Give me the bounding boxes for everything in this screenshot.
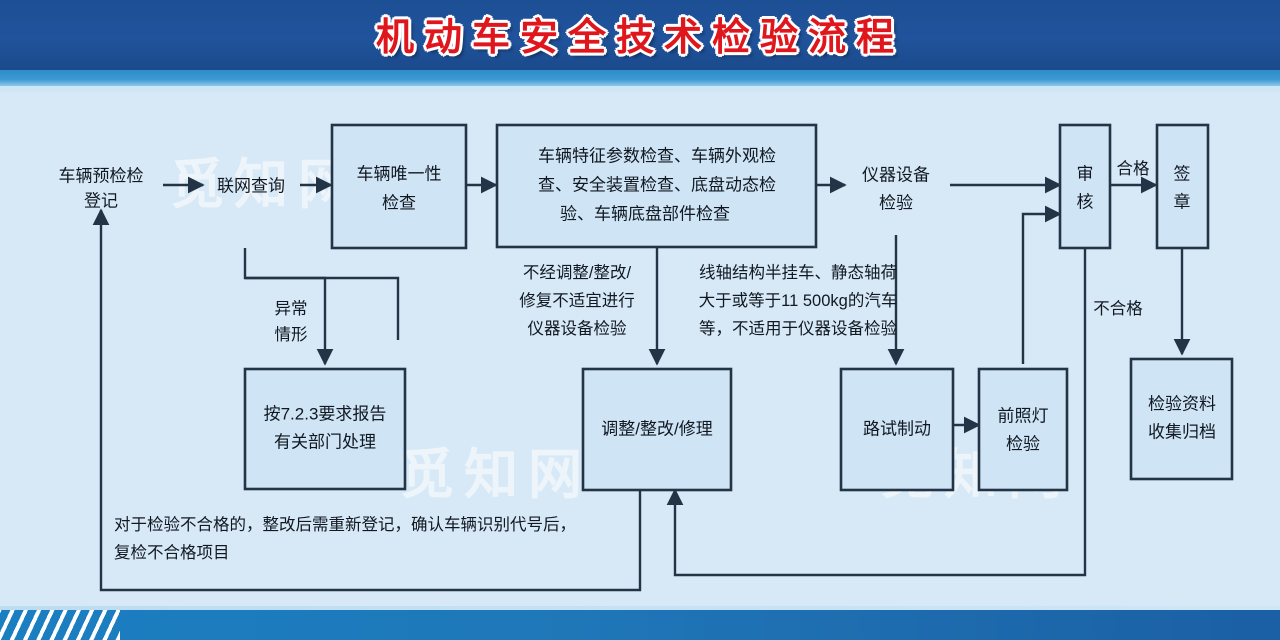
node-network-query: 联网查询 (217, 176, 285, 195)
edge-label-fail: 不合格 (1093, 299, 1143, 318)
annotation-no-adjust-line1: 不经调整/整改/ (523, 263, 632, 282)
header-band (0, 0, 1280, 70)
node-unique-check-box (330, 123, 468, 250)
header-accent-strip-light (0, 86, 1280, 92)
node-archive-box (1129, 357, 1234, 481)
annotation-axle-line2: 大于或等于11 500kg的汽车 (699, 291, 898, 310)
node-seal-line1: 签 (1174, 164, 1191, 183)
node-archive-line1: 检验资料 (1148, 394, 1216, 413)
node-headlamp-line1: 前照灯 (998, 406, 1049, 425)
edge-unique-bottom (245, 276, 400, 340)
node-archive-line2: 收集归档 (1148, 422, 1216, 441)
node-report-723-box (243, 367, 407, 491)
node-review-box (1058, 123, 1112, 250)
node-rectify-box (581, 367, 733, 492)
annotation-axle-line1: 线轴结构半挂车、静态轴荷 (699, 263, 897, 282)
node-report-723-line1: 按7.2.3要求报告 (264, 404, 387, 423)
node-headlamp-box (977, 367, 1069, 492)
annotation-no-adjust-line2: 修复不适宜进行 (519, 291, 635, 310)
node-main-inspection-line3: 验、车辆底盘部件检查 (560, 204, 730, 223)
node-road-brake-box (839, 367, 955, 492)
node-pre-register-line1: 车辆预检检 (59, 166, 144, 185)
bottom-note-line2: 复检不合格项目 (114, 543, 230, 562)
flowchart-canvas: 车辆预检检 登记 联网查询 车辆唯一性 检查 车辆特征参数检查、车辆外观检 查、… (59, 123, 1234, 592)
node-instrument-line2: 检验 (879, 193, 913, 212)
bottom-note-line1: 对于检验不合格的，整改后需重新登记，确认车辆识别代号后， (114, 515, 576, 534)
edge-rectify-to-prereg (92, 208, 642, 592)
node-unique-check-line1: 车辆唯一性 (357, 164, 442, 183)
footer-bar (0, 610, 1280, 640)
node-review-line2: 核 (1077, 192, 1094, 211)
node-seal-line2: 章 (1174, 192, 1191, 211)
node-unique-check-line2: 检查 (382, 193, 416, 212)
annotation-no-adjust-line3: 仪器设备检验 (528, 319, 628, 338)
footer-stripes (0, 610, 120, 640)
edge-review-fail-to-rectify (666, 248, 1087, 577)
node-main-inspection-line2: 查、安全装置检查、底盘动态检 (538, 175, 776, 194)
node-main-inspection-box (495, 123, 818, 249)
node-seal-box (1155, 123, 1210, 250)
edge-label-abnormal-line1: 异常 (275, 299, 308, 318)
node-instrument-line1: 仪器设备 (862, 165, 930, 184)
edge-label-pass: 合格 (1117, 159, 1151, 178)
edge-headlamp-to-review (1021, 205, 1062, 364)
node-pre-register-line2: 登记 (84, 191, 118, 210)
node-rectify-label: 调整/整改/修理 (601, 419, 712, 438)
node-road-brake-label: 路试制动 (863, 419, 931, 438)
footer-top-edge (0, 606, 1280, 610)
node-review-line1: 审 (1077, 164, 1094, 183)
node-headlamp-line2: 检验 (1006, 434, 1040, 453)
annotation-axle-line3: 等，不适用于仪器设备检验 (699, 319, 898, 338)
header-accent-strip (0, 70, 1280, 86)
edge-label-abnormal-line2: 情形 (275, 325, 308, 344)
node-main-inspection-line1: 车辆特征参数检查、车辆外观检 (538, 146, 776, 165)
page-title: 机动车安全技术检验流程 (375, 17, 904, 59)
node-report-723-line2: 有关部门处理 (274, 432, 376, 451)
